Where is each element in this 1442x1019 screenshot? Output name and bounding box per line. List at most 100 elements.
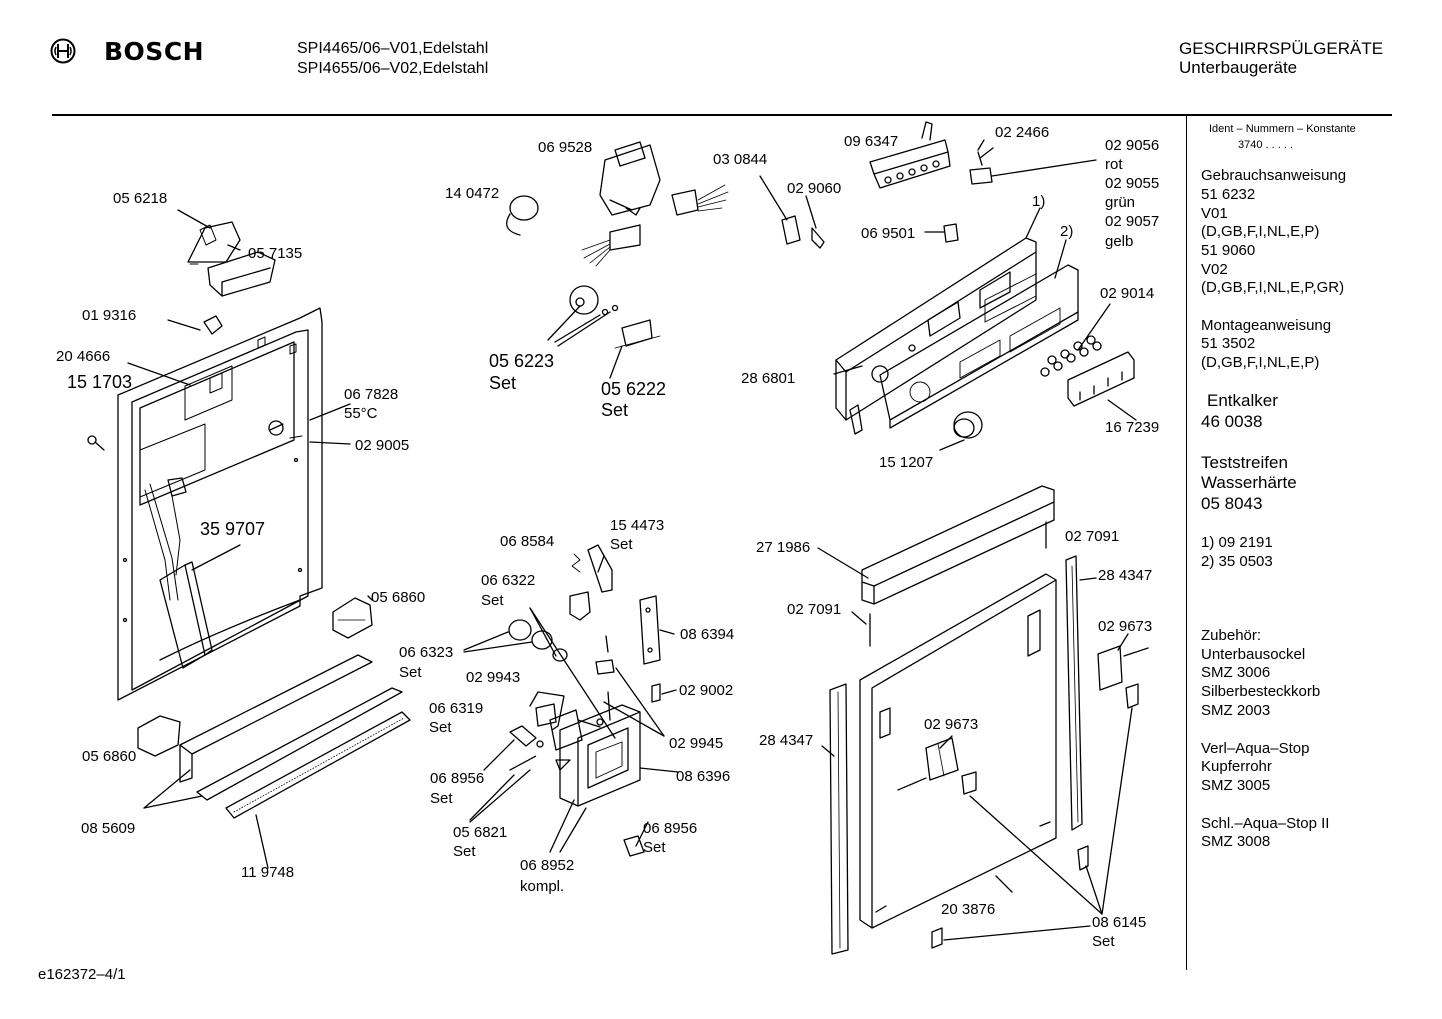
leader xyxy=(833,365,863,375)
hinge-02-9673-right xyxy=(1097,645,1149,709)
sidebar-teststreifen: Teststreifen xyxy=(1201,453,1288,472)
part-label: Set xyxy=(601,400,628,420)
door-strip-upper xyxy=(179,654,373,783)
leader xyxy=(463,641,533,653)
leader xyxy=(143,769,191,809)
cover-06-6319 xyxy=(535,703,557,727)
sidebar-schl: Schl.–Aqua–Stop II xyxy=(1201,815,1330,832)
inner-door-panel xyxy=(117,307,323,701)
leader xyxy=(577,719,601,728)
wire-harness xyxy=(581,184,729,267)
slider-part xyxy=(595,659,615,675)
sidebar-teststreifen: 05 8043 xyxy=(1201,494,1263,513)
sidebar-line: 51 9060 xyxy=(1201,242,1256,259)
drawing-code: e162372–4/1 xyxy=(38,966,126,983)
door-strip-middle xyxy=(196,687,403,801)
part-label: 05 7135 xyxy=(248,245,302,262)
part-label: 28 6801 xyxy=(741,370,795,387)
part-label: gelb xyxy=(1105,233,1133,250)
outer-door-panel xyxy=(859,573,1057,929)
leader xyxy=(821,745,835,757)
ident-label: Ident – Nummern – Konstante xyxy=(1209,123,1356,135)
top-door-strip xyxy=(861,485,1055,605)
part-label: 06 8956 xyxy=(430,770,484,787)
lever-06-8956 xyxy=(509,725,537,747)
category-subtitle: Unterbaugeräte xyxy=(1179,58,1298,77)
leader xyxy=(659,629,675,635)
part-label: Set xyxy=(489,373,516,393)
thermostat-part xyxy=(268,420,303,439)
leader xyxy=(979,147,994,159)
part-label: grün xyxy=(1105,194,1135,211)
category-title: GESCHIRRSPÜLGERÄTE xyxy=(1179,39,1384,58)
part-label: 16 7239 xyxy=(1105,419,1159,436)
part-label: 02 9002 xyxy=(679,682,733,699)
leader xyxy=(309,441,351,445)
sidebar-line: V02 xyxy=(1201,261,1228,278)
control-knob xyxy=(953,411,983,439)
sidebar-teststreifen: Wasserhärte xyxy=(1201,473,1297,492)
leader xyxy=(639,767,679,773)
hinge-bracket xyxy=(187,221,276,297)
leader xyxy=(939,735,953,749)
lid-06-6322 xyxy=(549,709,583,751)
sidebar-zubehoer: Unterbausockel xyxy=(1201,646,1306,663)
leader xyxy=(167,319,201,331)
part-label: 05 6218 xyxy=(113,190,167,207)
leader xyxy=(483,739,515,771)
leader xyxy=(817,547,869,579)
leader xyxy=(1025,207,1041,239)
part-label: Set xyxy=(399,664,422,681)
part-label: 20 4666 xyxy=(56,348,110,365)
part-label: 06 8584 xyxy=(500,533,554,550)
leader xyxy=(995,875,1013,893)
hinge-02-9673-center xyxy=(897,737,977,795)
part-label: 02 9060 xyxy=(787,180,841,197)
part-label: 06 6323 xyxy=(399,644,453,661)
lever-15-4473 xyxy=(587,544,613,593)
sidebar-footnote: 1) 09 2191 xyxy=(1201,534,1273,551)
part-label: Set xyxy=(1092,933,1115,950)
part-label: 02 9014 xyxy=(1100,285,1154,302)
sidebar-zubehoer: Silberbesteckkorb xyxy=(1201,683,1321,700)
leader xyxy=(529,607,616,739)
screw-part xyxy=(605,635,609,653)
spring-02-9002 xyxy=(651,683,661,703)
part-label: Set xyxy=(610,536,633,553)
dispenser-housing xyxy=(555,704,641,807)
part-label: 02 2466 xyxy=(995,124,1049,141)
part-label: Set xyxy=(430,790,453,807)
sidebar-schl: SMZ 3008 xyxy=(1201,833,1271,850)
part-label: 03 0844 xyxy=(713,151,767,168)
leader xyxy=(597,555,605,573)
timer-unit xyxy=(599,141,661,216)
leader xyxy=(559,807,587,853)
part-label: 15 1207 xyxy=(879,454,933,471)
washer xyxy=(536,740,544,748)
screw-part xyxy=(607,691,611,721)
part-label: 08 5609 xyxy=(81,820,135,837)
leader xyxy=(603,701,665,737)
control-panel-housing xyxy=(835,237,1037,435)
terminal-block xyxy=(869,121,951,189)
brand-name: BOSCH xyxy=(104,37,205,66)
part-label: 02 7091 xyxy=(1065,528,1119,545)
leader xyxy=(554,314,601,343)
spring-coil xyxy=(509,755,537,771)
corner-block-upper xyxy=(332,597,373,639)
leader xyxy=(1107,399,1137,421)
leader xyxy=(227,244,241,251)
part-label: Set xyxy=(453,843,476,860)
bracket-08-6145-b xyxy=(931,927,943,949)
part-label: 06 7828 xyxy=(344,386,398,403)
part-label: 27 1986 xyxy=(756,539,810,556)
leader xyxy=(549,799,575,853)
leader xyxy=(469,769,531,823)
part-label: 02 9057 xyxy=(1105,213,1159,230)
part-label: 35 9707 xyxy=(200,519,265,539)
connector-03-0844 xyxy=(781,215,801,245)
leader xyxy=(557,311,611,347)
leader xyxy=(991,159,1097,177)
part-label: 06 8956 xyxy=(643,820,697,837)
sidebar-montage: 51 3502 xyxy=(1201,335,1256,352)
